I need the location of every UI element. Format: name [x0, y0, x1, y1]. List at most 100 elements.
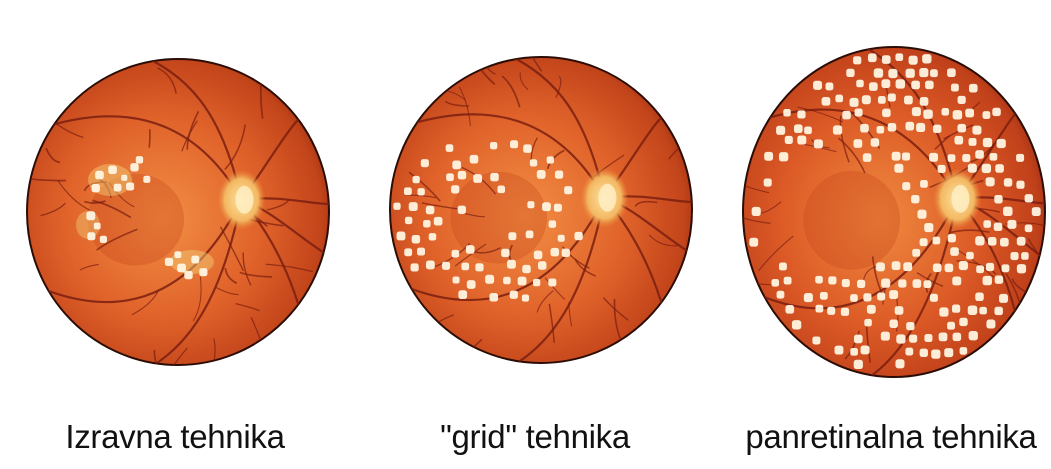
- laser-burn-spot: [990, 153, 998, 161]
- laser-burn-spot: [522, 294, 529, 301]
- laser-burn-spot: [896, 79, 905, 88]
- laser-burn-spot: [923, 109, 932, 118]
- laser-burn-spot: [574, 232, 582, 240]
- laser-burn-spot: [854, 139, 863, 148]
- laser-burn-spot: [397, 232, 406, 241]
- laser-burn-spot: [862, 95, 871, 104]
- laser-burn-spot: [909, 335, 917, 343]
- laser-burn-spot: [534, 251, 543, 260]
- laser-burn-spot: [945, 264, 954, 273]
- laser-burn-spot: [458, 290, 467, 299]
- laser-burn-spot: [1021, 252, 1029, 260]
- laser-burn-spot: [942, 108, 950, 116]
- laser-burn-spot: [451, 185, 459, 193]
- laser-burn-spot: [911, 195, 919, 203]
- laser-burn-spot: [453, 277, 460, 284]
- laser-burn-spot: [841, 308, 849, 316]
- laser-burn-spot: [924, 334, 932, 342]
- laser-burn-spot: [933, 125, 941, 133]
- laser-burn-spot: [933, 237, 941, 245]
- laser-burn-spot: [982, 111, 990, 119]
- laser-burn-spot: [783, 109, 791, 117]
- laser-burn-spot: [925, 81, 934, 90]
- laser-burn-spot: [930, 294, 938, 302]
- laser-burn-spot: [986, 320, 995, 329]
- laser-burn-spot: [130, 163, 138, 171]
- laser-burn-spot: [794, 124, 803, 133]
- laser-burn-spot: [983, 220, 991, 228]
- laser-burn-spot: [538, 261, 546, 269]
- laser-burn-spot: [850, 348, 858, 356]
- laser-burn-spot: [902, 182, 910, 190]
- laser-burn-spot: [458, 171, 466, 179]
- laser-burn-spot: [429, 233, 436, 240]
- laser-burn-spot: [530, 159, 537, 166]
- laser-burn-spot: [417, 248, 425, 256]
- laser-burn-spot: [1010, 252, 1018, 260]
- laser-burn-spot: [944, 348, 953, 357]
- laser-burn-spot: [877, 126, 885, 134]
- laser-burn-spot: [510, 291, 518, 299]
- laser-burn-spot: [1003, 207, 1012, 216]
- laser-burn-spot: [442, 262, 450, 270]
- laser-burn-spot: [404, 187, 412, 195]
- laser-burn-spot: [485, 275, 494, 284]
- laser-burn-spot: [892, 152, 901, 161]
- laser-burn-spot: [889, 290, 898, 299]
- laser-burn-spot: [912, 249, 920, 257]
- laser-burn-spot: [905, 348, 913, 356]
- laser-burn-spot: [404, 248, 412, 256]
- laser-burn-spot: [542, 202, 551, 211]
- laser-burn-spot: [854, 335, 863, 344]
- laser-burn-spot: [411, 263, 419, 271]
- laser-burn-spot: [87, 232, 95, 240]
- laser-burn-spot: [983, 276, 992, 285]
- laser-burn-spot: [869, 82, 878, 91]
- laser-burn-spot: [952, 305, 960, 313]
- laser-burn-spot: [828, 276, 836, 284]
- laser-burn-spot: [999, 294, 1008, 303]
- laser-burn-spot: [1016, 181, 1024, 189]
- laser-burn-spot: [962, 154, 970, 162]
- laser-burn-spot: [939, 307, 948, 316]
- laser-burn-spot: [896, 334, 905, 343]
- laser-burn-spot: [894, 164, 903, 173]
- laser-burn-spot: [771, 279, 779, 287]
- laser-burn-spot: [968, 305, 977, 314]
- laser-burn-spot: [393, 203, 400, 210]
- laser-burn-spot: [779, 152, 788, 161]
- laser-burn-spot: [895, 359, 904, 368]
- laser-burn-spot: [924, 223, 933, 232]
- laser-burn-spot: [931, 349, 940, 358]
- laser-burn-spot: [470, 155, 479, 164]
- laser-burn-spot: [868, 53, 877, 62]
- laser-burn-spot: [827, 307, 835, 315]
- laser-burn-spot: [174, 251, 181, 258]
- laser-burn-spot: [523, 144, 531, 152]
- laser-burn-spot: [958, 96, 966, 104]
- laser-burn-spot: [888, 93, 896, 101]
- laser-burn-spot: [508, 232, 516, 240]
- laser-burn-spot: [136, 156, 143, 163]
- laser-burn-spot: [501, 249, 509, 257]
- laser-burn-spot: [95, 171, 104, 180]
- laser-burn-spot: [864, 319, 872, 327]
- laser-burn-spot: [957, 124, 966, 133]
- laser-burn-spot: [804, 126, 812, 134]
- laser-burn-spot: [975, 292, 984, 301]
- laser-burn-spot: [920, 180, 928, 188]
- laser-burn-spot: [434, 217, 443, 226]
- laser-burn-spot: [776, 126, 785, 135]
- laser-burn-spot: [863, 293, 871, 301]
- laser-burn-spot: [888, 69, 897, 78]
- laser-burn-spot: [1002, 264, 1010, 272]
- laser-burn-spot: [994, 195, 1002, 203]
- laser-burn-spot: [882, 55, 891, 64]
- laser-burn-spot: [888, 123, 897, 132]
- laser-burn-spot: [826, 83, 834, 91]
- laser-burn-spot: [446, 144, 454, 152]
- laser-burn-spot: [876, 262, 885, 271]
- laser-burn-spot: [846, 69, 854, 77]
- laser-burn-spot: [100, 236, 107, 243]
- laser-burn-spot: [562, 249, 570, 257]
